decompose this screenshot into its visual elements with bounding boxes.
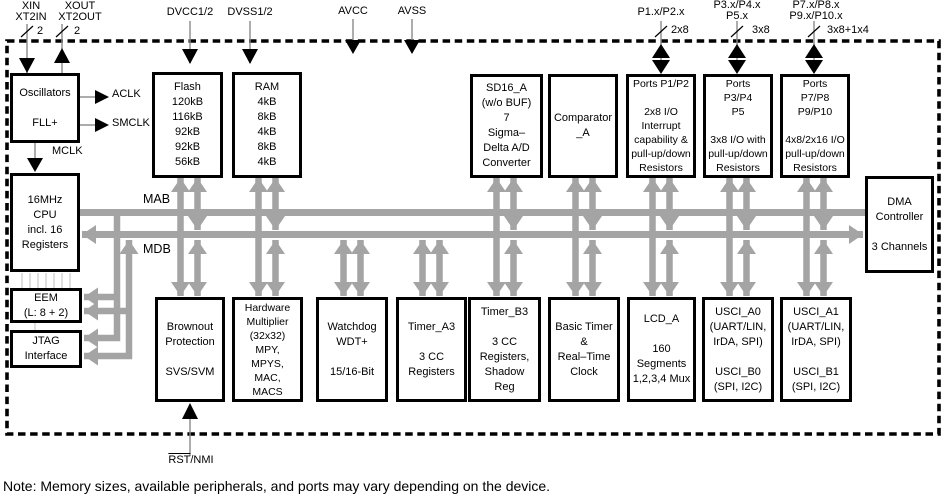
block-watchdog: Watchdog WDT+ 15/16-Bit (316, 297, 388, 402)
bus-width-slash-marks (20, 25, 821, 38)
dvss-arrow-icon (242, 49, 258, 64)
bus-width-label-xin: 2 (37, 25, 44, 37)
rst-arrow-icon (182, 403, 198, 419)
nmi-text: /NMI (190, 454, 214, 466)
rst-overline-text: RST (168, 454, 191, 466)
pin-label-avss: AVSS (397, 5, 427, 17)
bus-width-label-p7-p10: 3x8+1x4 (827, 24, 869, 36)
block-basic-timer-rtc: Basic Timer & Real–Time Clock (548, 297, 620, 402)
port78910-down-arrow-icon (805, 60, 823, 74)
block-eem: EEM (L: 8 + 2) (10, 288, 82, 323)
block-dma-controller: DMA Controller 3 Channels (865, 176, 934, 273)
block-ports-p1-p2: Ports P1/P2 2x8 I/O Interrupt capability… (626, 74, 696, 178)
port12-down-arrow-icon (652, 60, 670, 74)
block-lcd-a: LCD_A 160 Segments 1,2,3,4 Mux (627, 297, 696, 402)
block-timer-b3: Timer_B3 3 CC Registers, Shadow Reg (468, 297, 541, 402)
footnote-text: Note: Memory sizes, available peripheral… (3, 478, 551, 494)
bus-width-label-xout: 2 (74, 25, 81, 37)
avss-arrow-icon (404, 40, 420, 54)
pin-label-dvcc: DVCC1/2 (166, 6, 214, 18)
pin-label-dvss: DVSS1/2 (227, 6, 273, 18)
avcc-arrow-icon (345, 40, 361, 54)
block-usci-a1-b1: USCI_A1 (UART/LIN, IrDA, SPI) USCI_B1 (S… (780, 297, 852, 402)
eem-jtag-arrows (84, 216, 139, 366)
port345-up-arrow-icon (728, 44, 746, 58)
bus-width-label-p1-p2: 2x8 (671, 24, 689, 36)
aclk-arrow-icon (95, 90, 109, 104)
block-bus-arrows (171, 178, 833, 296)
pin-label-p3-p4-p5: P3.x/P4.x P5.x (713, 0, 761, 22)
mclk-arrow-icon (27, 158, 43, 172)
cpu-eem-ribbon (21, 273, 71, 331)
dvcc-arrow-icon (182, 49, 198, 64)
block-cpu: 16MHz CPU incl. 16 Registers (10, 173, 80, 272)
xout-arrow-icon (54, 48, 70, 63)
port78910-up-arrow-icon (805, 44, 823, 58)
block-ports-p7-p10: Ports P7/P8 P9/P10 4x8/2x16 I/O pull-up/… (780, 74, 850, 178)
block-brownout-protection: Brownout Protection SVS/SVM (155, 297, 225, 402)
bus-width-label-p3-p4-p5: 3x8 (752, 24, 770, 36)
block-oscillators: Oscillators FLL+ (10, 73, 80, 143)
bus-label-mab: MAB (143, 192, 171, 206)
clock-label-smclk: SMCLK (112, 117, 150, 129)
xin-arrow-icon (19, 58, 35, 73)
pin-label-p7-p10: P7.x/P8.x P9.x/P10.x (789, 0, 843, 22)
block-flash: Flash 120kB 116kB 92kB 92kB 56kB (152, 72, 223, 178)
chip-boundary-dashed-border (5, 39, 941, 436)
pin-label-avcc: AVCC (338, 5, 368, 17)
clock-label-aclk: ACLK (112, 88, 141, 100)
pin-label-rst-nmi: RST/NMI (156, 455, 226, 466)
block-ram: RAM 4kB 8kB 4kB 8kB 4kB (232, 72, 302, 178)
block-timer-a3: Timer_A3 3 CC Registers (396, 297, 467, 402)
pin-label-xout-xt2out: XOUT XT2OUT (58, 0, 102, 23)
block-comparator-a: Comparator _A (548, 74, 618, 178)
bus-label-mdb: MDB (143, 242, 171, 256)
smclk-arrow-icon (95, 118, 109, 132)
block-usci-a0-b0: USCI_A0 (UART/LIN, IrDA, SPI) USCI_B0 (S… (702, 297, 774, 402)
pin-arrowheads (19, 40, 823, 419)
clock-label-mclk: MCLK (52, 145, 83, 157)
pin-label-p1-p2: P1.x/P2.x (637, 6, 685, 18)
pin-label-xin-xt2in: XIN XT2IN (15, 0, 47, 23)
block-hardware-multiplier: Hardware Multiplier (32x32) MPY, MPYS, M… (232, 297, 303, 402)
block-jtag-interface: JTAG Interface (10, 330, 82, 368)
port345-down-arrow-icon (728, 60, 746, 74)
block-ports-p3-p4-p5: Ports P3/P4 P5 3x8 I/O with pull-up/down… (703, 74, 773, 178)
block-sd16-adc: SD16_A (w/o BUF) 7 Sigma– Delta A/D Conv… (470, 74, 543, 178)
port12-up-arrow-icon (652, 44, 670, 58)
